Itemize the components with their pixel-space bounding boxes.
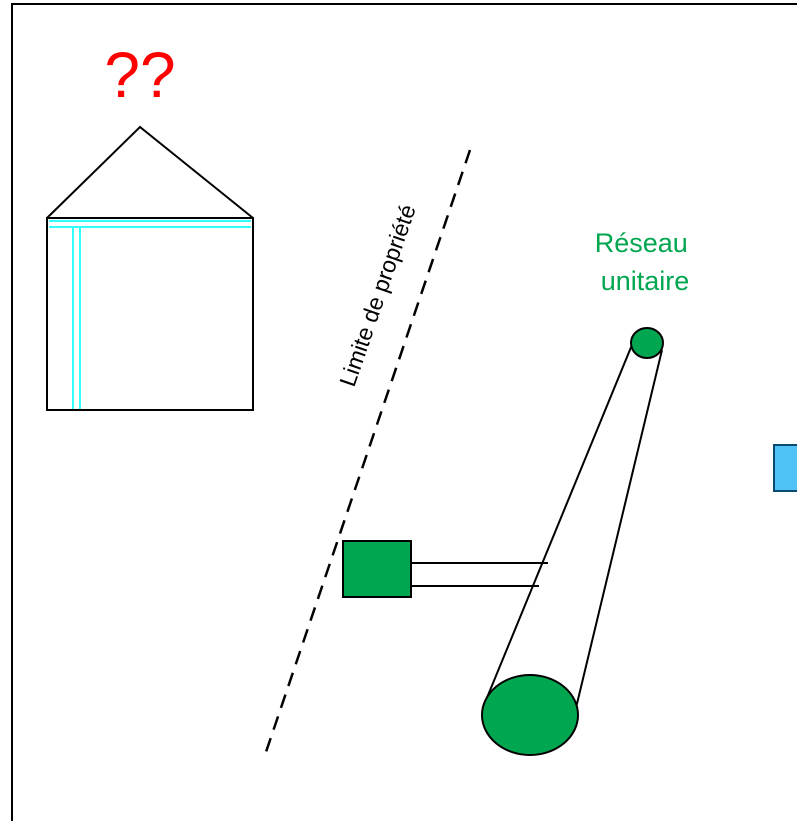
property-limit-line — [264, 149, 472, 753]
frame-border — [11, 3, 797, 821]
network-pipe — [481, 327, 664, 756]
network-pipe-left-edge — [483, 339, 635, 706]
network-label-line2: unitaire — [601, 266, 690, 296]
right-blue-box — [773, 444, 797, 492]
network-pipe-near-end — [481, 674, 579, 756]
question-marks: ?? — [104, 39, 175, 111]
house — [46, 125, 254, 411]
house-roof — [46, 125, 254, 219]
connection-pipe — [411, 562, 548, 587]
network-label-line1: Réseau — [595, 228, 688, 258]
network-label: Réseau unitaire — [595, 228, 696, 296]
property-limit-label: Limite de propriété — [334, 201, 421, 390]
network-pipe-far-end — [630, 327, 664, 359]
inspection-box — [342, 540, 412, 598]
house-body — [46, 217, 254, 411]
network-pipe-right-edge — [574, 349, 663, 713]
house-internal-pipes — [49, 220, 251, 409]
